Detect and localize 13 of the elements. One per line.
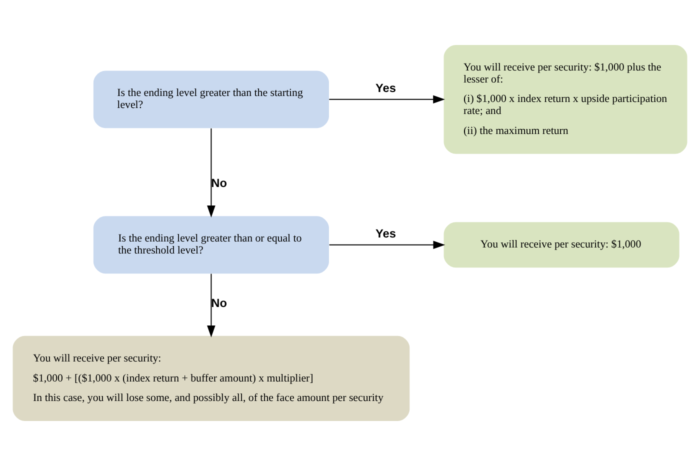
edge-label: No — [211, 295, 228, 310]
node-box: You will receive per security: $1,000 — [444, 222, 680, 268]
node-box: You will receive per security: $1,000 plus the lesser of: (i) $1,000 x index return x upside participation rate; and (ii) the maximum return — [444, 44, 688, 154]
edge-label: Yes — [375, 80, 396, 95]
arrow — [207, 272, 216, 337]
node-box: Is the ending level greater than or equal to the threshold level? — [93, 216, 329, 274]
arrow — [207, 127, 216, 217]
edge-label: Yes — [375, 226, 396, 240]
node-box: You will receive per security: $1,000 + [($1,000 x (index return + buffer amount) x multiplier] In this case, you will lose some, and possibly all, of the face amount per security — [12, 335, 410, 421]
edge-label: No — [211, 176, 228, 190]
node-box: Is the ending level greater than the starting level? — [93, 70, 329, 128]
arrow — [328, 240, 446, 249]
arrow — [328, 94, 445, 104]
